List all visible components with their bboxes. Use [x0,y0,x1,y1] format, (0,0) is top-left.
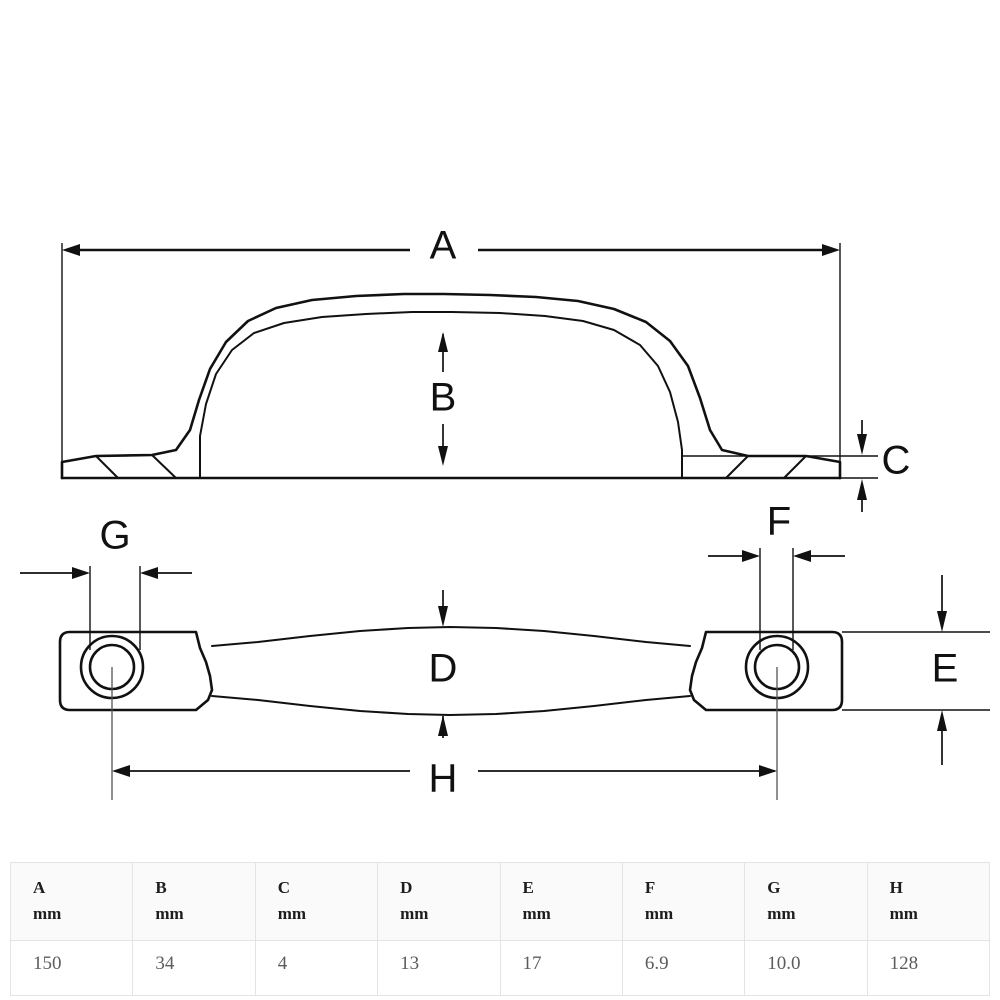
dimension-label-F: F [767,500,791,544]
value-h: 128 [866,939,991,996]
right-foot-chamfer-b [783,455,807,479]
dimension-G: G [20,514,192,650]
handle-dimension-drawing: A B C [20,224,990,801]
side-elevation-view: A B C [60,224,910,512]
handle-outer-profile [60,292,842,480]
column-unit-c: mm [277,904,307,924]
column-unit-d: mm [400,904,429,924]
dimension-table-head: A mm B mm C mm D mm [9,862,991,941]
dimension-F: F [708,500,845,650]
h-arrow-left [112,765,130,777]
h-arrow-right [759,765,777,777]
value-d: 13 [377,939,501,996]
column-header-d: D mm [377,862,501,941]
e-arrow-top [937,611,947,632]
b-arrow-bottom [438,446,448,466]
dimension-label-A: A [430,224,457,268]
value-e: 17 [499,939,623,996]
column-header-a: A mm [9,862,134,941]
left-foot-chamfer-a [95,455,119,479]
dimension-A: A [61,224,841,478]
dimension-C: C [857,420,910,512]
column-header-g: G mm [744,862,868,941]
column-unit-h: mm [889,904,918,924]
column-unit-a: mm [33,904,62,924]
value-b: 34 [132,939,256,996]
column-letter-a: A [33,878,46,897]
dimension-label-B: B [430,376,457,420]
dimension-D: D [429,590,458,738]
column-letter-e: E [522,878,534,897]
column-unit-e: mm [522,904,551,924]
column-unit-f: mm [644,904,674,924]
column-letter-d: D [400,878,413,897]
column-letter-f: F [644,878,656,897]
column-header-f: F mm [621,862,746,941]
column-letter-g: G [767,878,781,897]
g-arrow-left [72,567,90,579]
column-letter-h: H [889,878,903,897]
d-arrow-bottom [438,715,448,736]
handle-body-top-edge [211,626,691,647]
left-mounting-pad [58,630,214,712]
a-arrow-right [822,244,840,256]
column-header-c: C mm [254,862,379,941]
d-arrow-top [438,606,448,627]
dimension-H: H [112,757,777,801]
plan-view: G F D [20,500,990,801]
column-letter-c: C [277,878,291,897]
table-header-row: A mm B mm C mm D mm [9,862,991,941]
e-arrow-bottom [937,710,947,731]
c-arrow-bottom [857,479,867,500]
value-f: 6.9 [621,939,746,996]
dimension-E: E [842,575,990,765]
dimension-table: A mm B mm C mm D mm [9,862,991,996]
dimension-label-D: D [429,647,458,691]
value-a: 150 [9,939,134,996]
dimension-label-H: H [429,757,458,801]
handle-inner-profile [199,311,683,479]
c-arrow-top [857,434,867,455]
dimension-label-G: G [99,514,130,558]
value-c: 4 [254,939,379,996]
f-arrow-right [793,550,811,562]
column-header-h: H mm [866,862,991,941]
dimension-label-E: E [932,647,959,691]
column-header-b: B mm [132,862,256,941]
column-unit-g: mm [767,904,796,924]
table-row: 150 34 4 13 17 6.9 10.0 128 [9,939,991,996]
g-arrow-right [140,567,158,579]
dimension-label-C: C [882,439,911,483]
dimension-B: B [430,332,457,466]
technical-drawing-area: A B C [20,224,990,801]
right-foot-chamfer-a [725,455,749,479]
value-g: 10.0 [744,939,868,996]
f-arrow-left [742,550,760,562]
column-letter-b: B [155,878,167,897]
column-unit-b: mm [155,904,184,924]
left-foot-chamfer-b [151,454,177,479]
a-arrow-left [62,244,80,256]
right-mounting-pad [688,630,844,712]
dimension-table-container: A mm B mm C mm D mm [9,862,991,996]
dimension-table-body: 150 34 4 13 17 6.9 10.0 128 [9,939,991,996]
b-arrow-top [438,332,448,352]
column-header-e: E mm [499,862,623,941]
handle-body-bottom-edge [211,695,691,716]
